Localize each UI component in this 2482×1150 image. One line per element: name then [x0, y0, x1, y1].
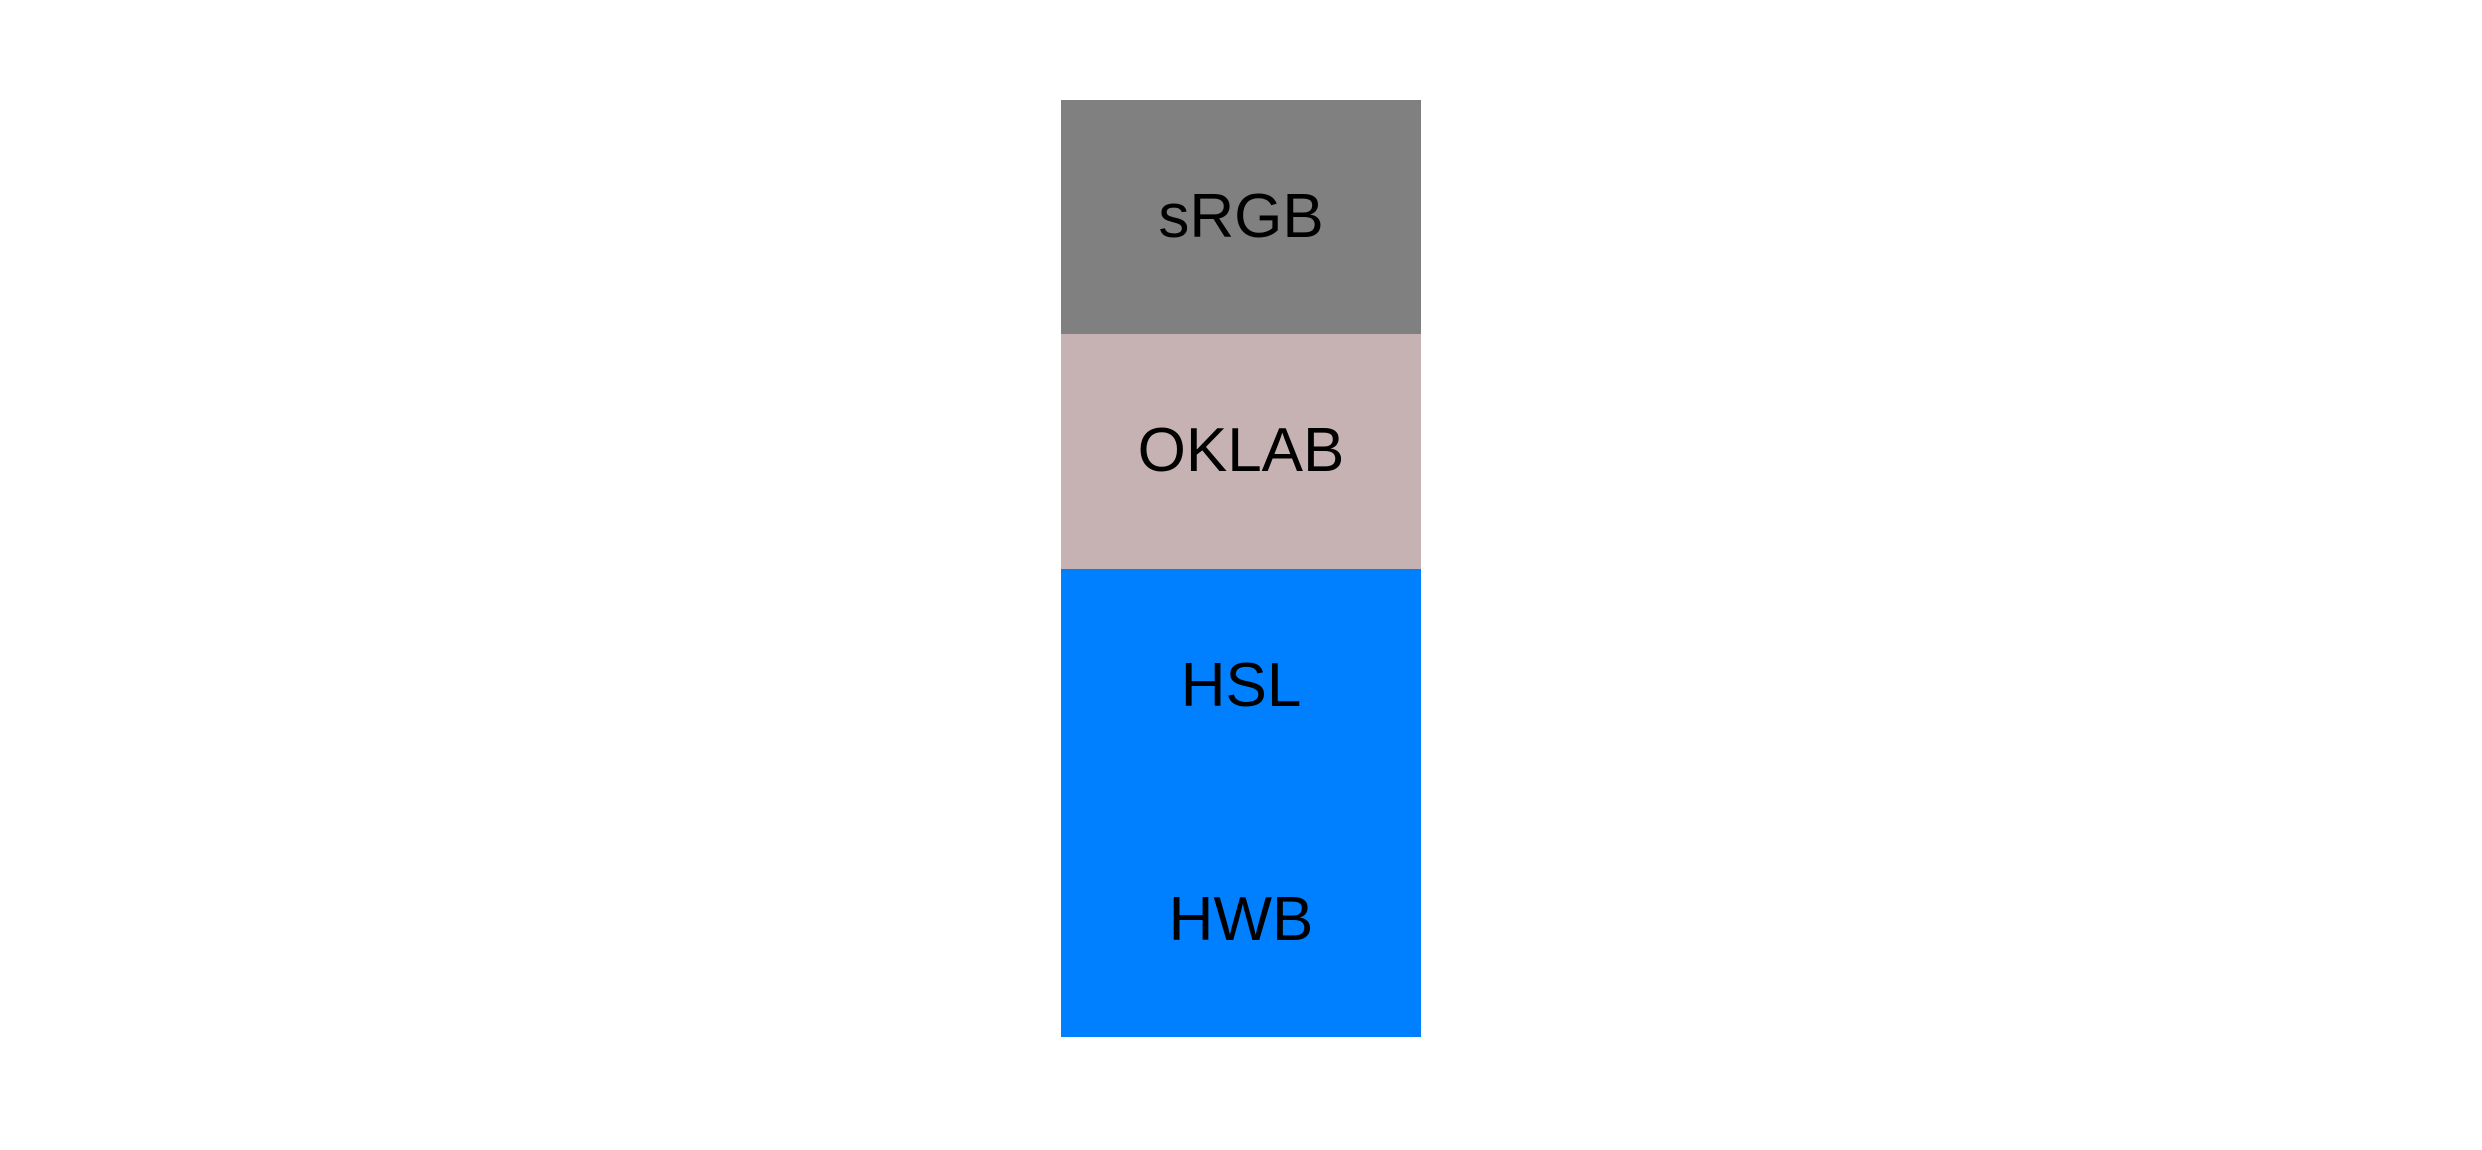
swatch-srgb-label: sRGB: [1158, 182, 1324, 252]
swatch-oklab: OKLAB: [1061, 334, 1421, 569]
swatch-oklab-label: OKLAB: [1137, 416, 1345, 486]
swatch-hwb: HWB: [1061, 802, 1421, 1037]
swatch-column: sRGB OKLAB HSL HWB: [1061, 100, 1421, 1037]
swatch-hsl: HSL: [1061, 568, 1421, 803]
swatch-srgb: sRGB: [1061, 100, 1421, 335]
swatch-hsl-label: HSL: [1180, 650, 1302, 720]
swatch-hwb-label: HWB: [1168, 884, 1314, 954]
